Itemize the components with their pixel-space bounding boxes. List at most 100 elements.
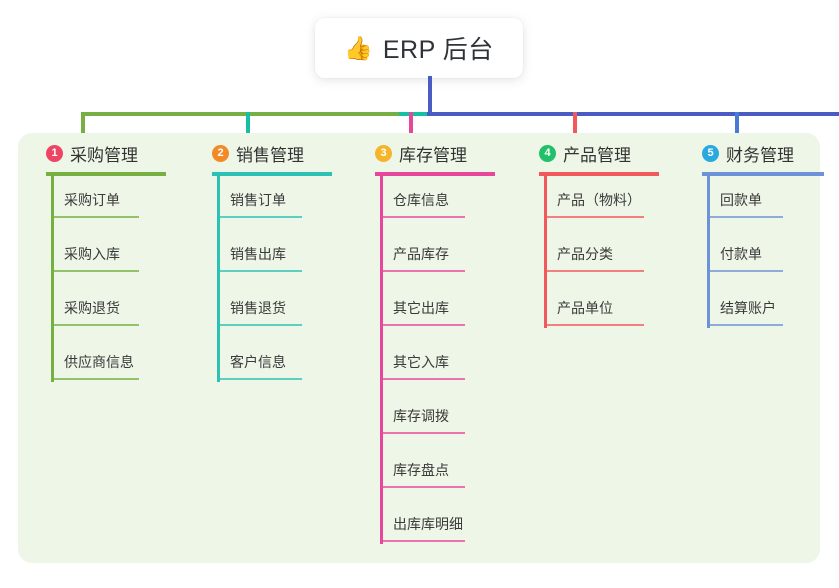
leaf-item-label: 产品单位	[557, 300, 613, 316]
branch-badge-2: 2	[212, 144, 229, 162]
leaf-item-underline	[217, 378, 302, 380]
branch-title-5: 财务管理	[726, 145, 794, 165]
leaf-item-label: 付款单	[720, 246, 762, 262]
connector-bus-blue	[427, 112, 839, 116]
leaf-item-label: 销售出库	[230, 246, 286, 262]
branch-header-5[interactable]: 5 财务管理	[682, 140, 824, 166]
leaf-item-label: 其它入库	[393, 354, 449, 370]
leaf-item-label: 出库库明细	[393, 516, 463, 532]
leaf-item-label: 采购入库	[64, 246, 120, 262]
leaf-item[interactable]: 产品库存	[355, 230, 495, 284]
leaf-item-label: 产品分类	[557, 246, 613, 262]
leaf-item-label: 供应商信息	[64, 354, 134, 370]
root-node[interactable]: 👍 ERP 后台	[315, 18, 523, 78]
leaf-item[interactable]: 库存盘点	[355, 446, 495, 500]
branch-title-4: 产品管理	[563, 145, 631, 165]
branch-spine-5	[707, 176, 710, 328]
leaf-item-underline	[380, 270, 465, 272]
leaf-item-label: 结算账户	[720, 300, 776, 316]
branch-spine-2	[217, 176, 220, 382]
leaf-item[interactable]: 其它出库	[355, 284, 495, 338]
leaf-item[interactable]: 出库库明细	[355, 500, 495, 554]
leaf-item-label: 库存调拨	[393, 408, 449, 424]
branch-items-3: 仓库信息产品库存其它出库其它入库库存调拨库存盘点出库库明细	[355, 176, 495, 554]
leaf-item-label: 销售退货	[230, 300, 286, 316]
leaf-item[interactable]: 其它入库	[355, 338, 495, 392]
leaf-item-underline	[217, 216, 302, 218]
branch-items-5: 回款单付款单结算账户	[682, 176, 824, 338]
leaf-item[interactable]: 回款单	[682, 176, 824, 230]
leaf-item-underline	[380, 540, 465, 542]
leaf-item-label: 产品（物料）	[557, 192, 641, 208]
branch-underline-2	[212, 172, 332, 176]
leaf-item-label: 销售订单	[230, 192, 286, 208]
leaf-item[interactable]: 供应商信息	[26, 338, 166, 392]
branch-underline-4	[539, 172, 659, 176]
branch-underline-3	[375, 172, 495, 176]
leaf-item[interactable]: 销售出库	[192, 230, 332, 284]
leaf-item-underline	[707, 270, 783, 272]
leaf-item-label: 采购订单	[64, 192, 120, 208]
branch-items-2: 销售订单销售出库销售退货客户信息	[192, 176, 332, 392]
leaf-item-label: 仓库信息	[393, 192, 449, 208]
root-title: ERP 后台	[382, 36, 494, 64]
leaf-item[interactable]: 销售退货	[192, 284, 332, 338]
leaf-item-label: 客户信息	[230, 354, 286, 370]
branch-column-5: 5 财务管理回款单付款单结算账户	[682, 140, 824, 338]
leaf-item-underline	[544, 324, 644, 326]
leaf-item[interactable]: 产品（物料）	[519, 176, 659, 230]
leaf-item-underline	[544, 270, 644, 272]
branch-title-1: 采购管理	[70, 145, 138, 165]
branch-badge-3: 3	[375, 144, 392, 162]
branch-spine-4	[544, 176, 547, 328]
thumbs-up-icon: 👍	[344, 34, 373, 61]
leaf-item[interactable]: 付款单	[682, 230, 824, 284]
connector-bus-green	[81, 112, 401, 116]
leaf-item-underline	[51, 324, 139, 326]
leaf-item-label: 产品库存	[393, 246, 449, 262]
leaf-item-label: 回款单	[720, 192, 762, 208]
leaf-item-underline	[707, 216, 783, 218]
branch-underline-1	[46, 172, 166, 176]
leaf-item-underline	[51, 270, 139, 272]
branch-header-4[interactable]: 4 产品管理	[519, 140, 659, 166]
branches-panel	[18, 133, 820, 563]
branch-badge-5: 5	[702, 144, 719, 162]
leaf-item-underline	[380, 486, 465, 488]
leaf-item-underline	[380, 216, 465, 218]
branch-badge-4: 4	[539, 144, 556, 162]
leaf-item[interactable]: 销售订单	[192, 176, 332, 230]
branch-column-4: 4 产品管理产品（物料） 产品分类产品单位	[519, 140, 659, 338]
leaf-item-underline	[544, 216, 644, 218]
branch-items-4: 产品（物料） 产品分类产品单位	[519, 176, 659, 338]
leaf-item-underline	[217, 270, 302, 272]
leaf-item[interactable]: 仓库信息	[355, 176, 495, 230]
connector-root-stem	[428, 76, 432, 114]
leaf-item[interactable]: 采购退货	[26, 284, 166, 338]
leaf-item[interactable]: 结算账户	[682, 284, 824, 338]
leaf-item-underline	[217, 324, 302, 326]
branch-spine-1	[51, 176, 54, 382]
leaf-item[interactable]: 产品单位	[519, 284, 659, 338]
branch-spine-3	[380, 176, 383, 544]
leaf-item-underline	[380, 432, 465, 434]
leaf-item[interactable]: 采购入库	[26, 230, 166, 284]
leaf-item[interactable]: 产品分类	[519, 230, 659, 284]
leaf-item[interactable]: 客户信息	[192, 338, 332, 392]
leaf-item-underline	[707, 324, 783, 326]
branch-items-1: 采购订单采购入库采购退货供应商信息	[26, 176, 166, 392]
branch-underline-5	[702, 172, 824, 176]
leaf-item-label: 其它出库	[393, 300, 449, 316]
leaf-item[interactable]: 库存调拨	[355, 392, 495, 446]
leaf-item-underline	[380, 378, 465, 380]
leaf-item-label: 库存盘点	[393, 462, 449, 478]
leaf-item[interactable]: 采购订单	[26, 176, 166, 230]
leaf-item-label: 采购退货	[64, 300, 120, 316]
